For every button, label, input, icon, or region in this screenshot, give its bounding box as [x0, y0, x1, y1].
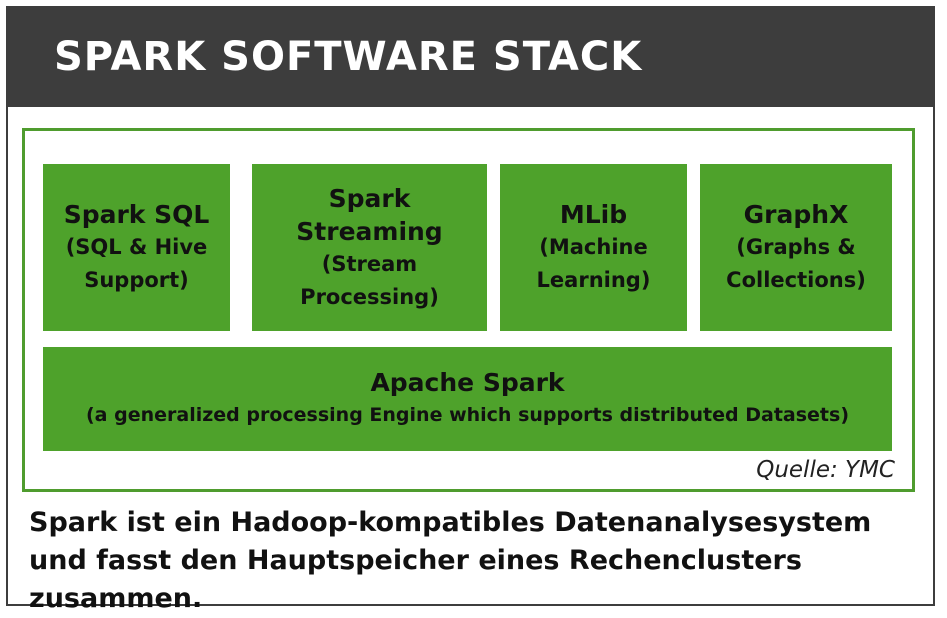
layer-mlib: MLib (Machine Learning)	[500, 164, 687, 331]
caption-text: Spark ist ein Hadoop-kompatibles Datenan…	[29, 507, 872, 614]
layer-name: Apache Spark	[370, 368, 565, 397]
layer-spark-streaming: Spark Streaming (Stream Processing)	[252, 164, 487, 331]
layer-description: (Stream Processing)	[300, 251, 439, 309]
layer-name: MLib	[559, 200, 628, 229]
header-bar: SPARK SOFTWARE STACK	[8, 8, 933, 107]
software-stack-diagram: Spark SQL (SQL & Hive Support) Spark Str…	[22, 128, 915, 492]
source-credit: Quelle: YMC	[756, 457, 895, 483]
layer-graphx: GraphX (Graphs & Collections)	[700, 164, 892, 331]
infographic-frame: SPARK SOFTWARE STACK Spark SQL (SQL & Hi…	[6, 6, 935, 614]
layer-name: Spark SQL	[63, 200, 210, 229]
layer-description: (SQL & Hive Support)	[65, 235, 208, 292]
layer-description: (Graphs & Collections)	[726, 235, 866, 292]
layer-description: (Machine Learning)	[536, 235, 651, 292]
layer-name: Spark Streaming	[296, 183, 443, 246]
layer-apache-spark: Apache Spark (a generalized processing E…	[43, 347, 892, 451]
header-title: SPARK SOFTWARE STACK	[54, 34, 643, 80]
layer-description: (a generalized processing Engine which s…	[85, 404, 849, 426]
layer-spark-sql: Spark SQL (SQL & Hive Support)	[43, 164, 230, 331]
layer-name: GraphX	[743, 200, 849, 229]
